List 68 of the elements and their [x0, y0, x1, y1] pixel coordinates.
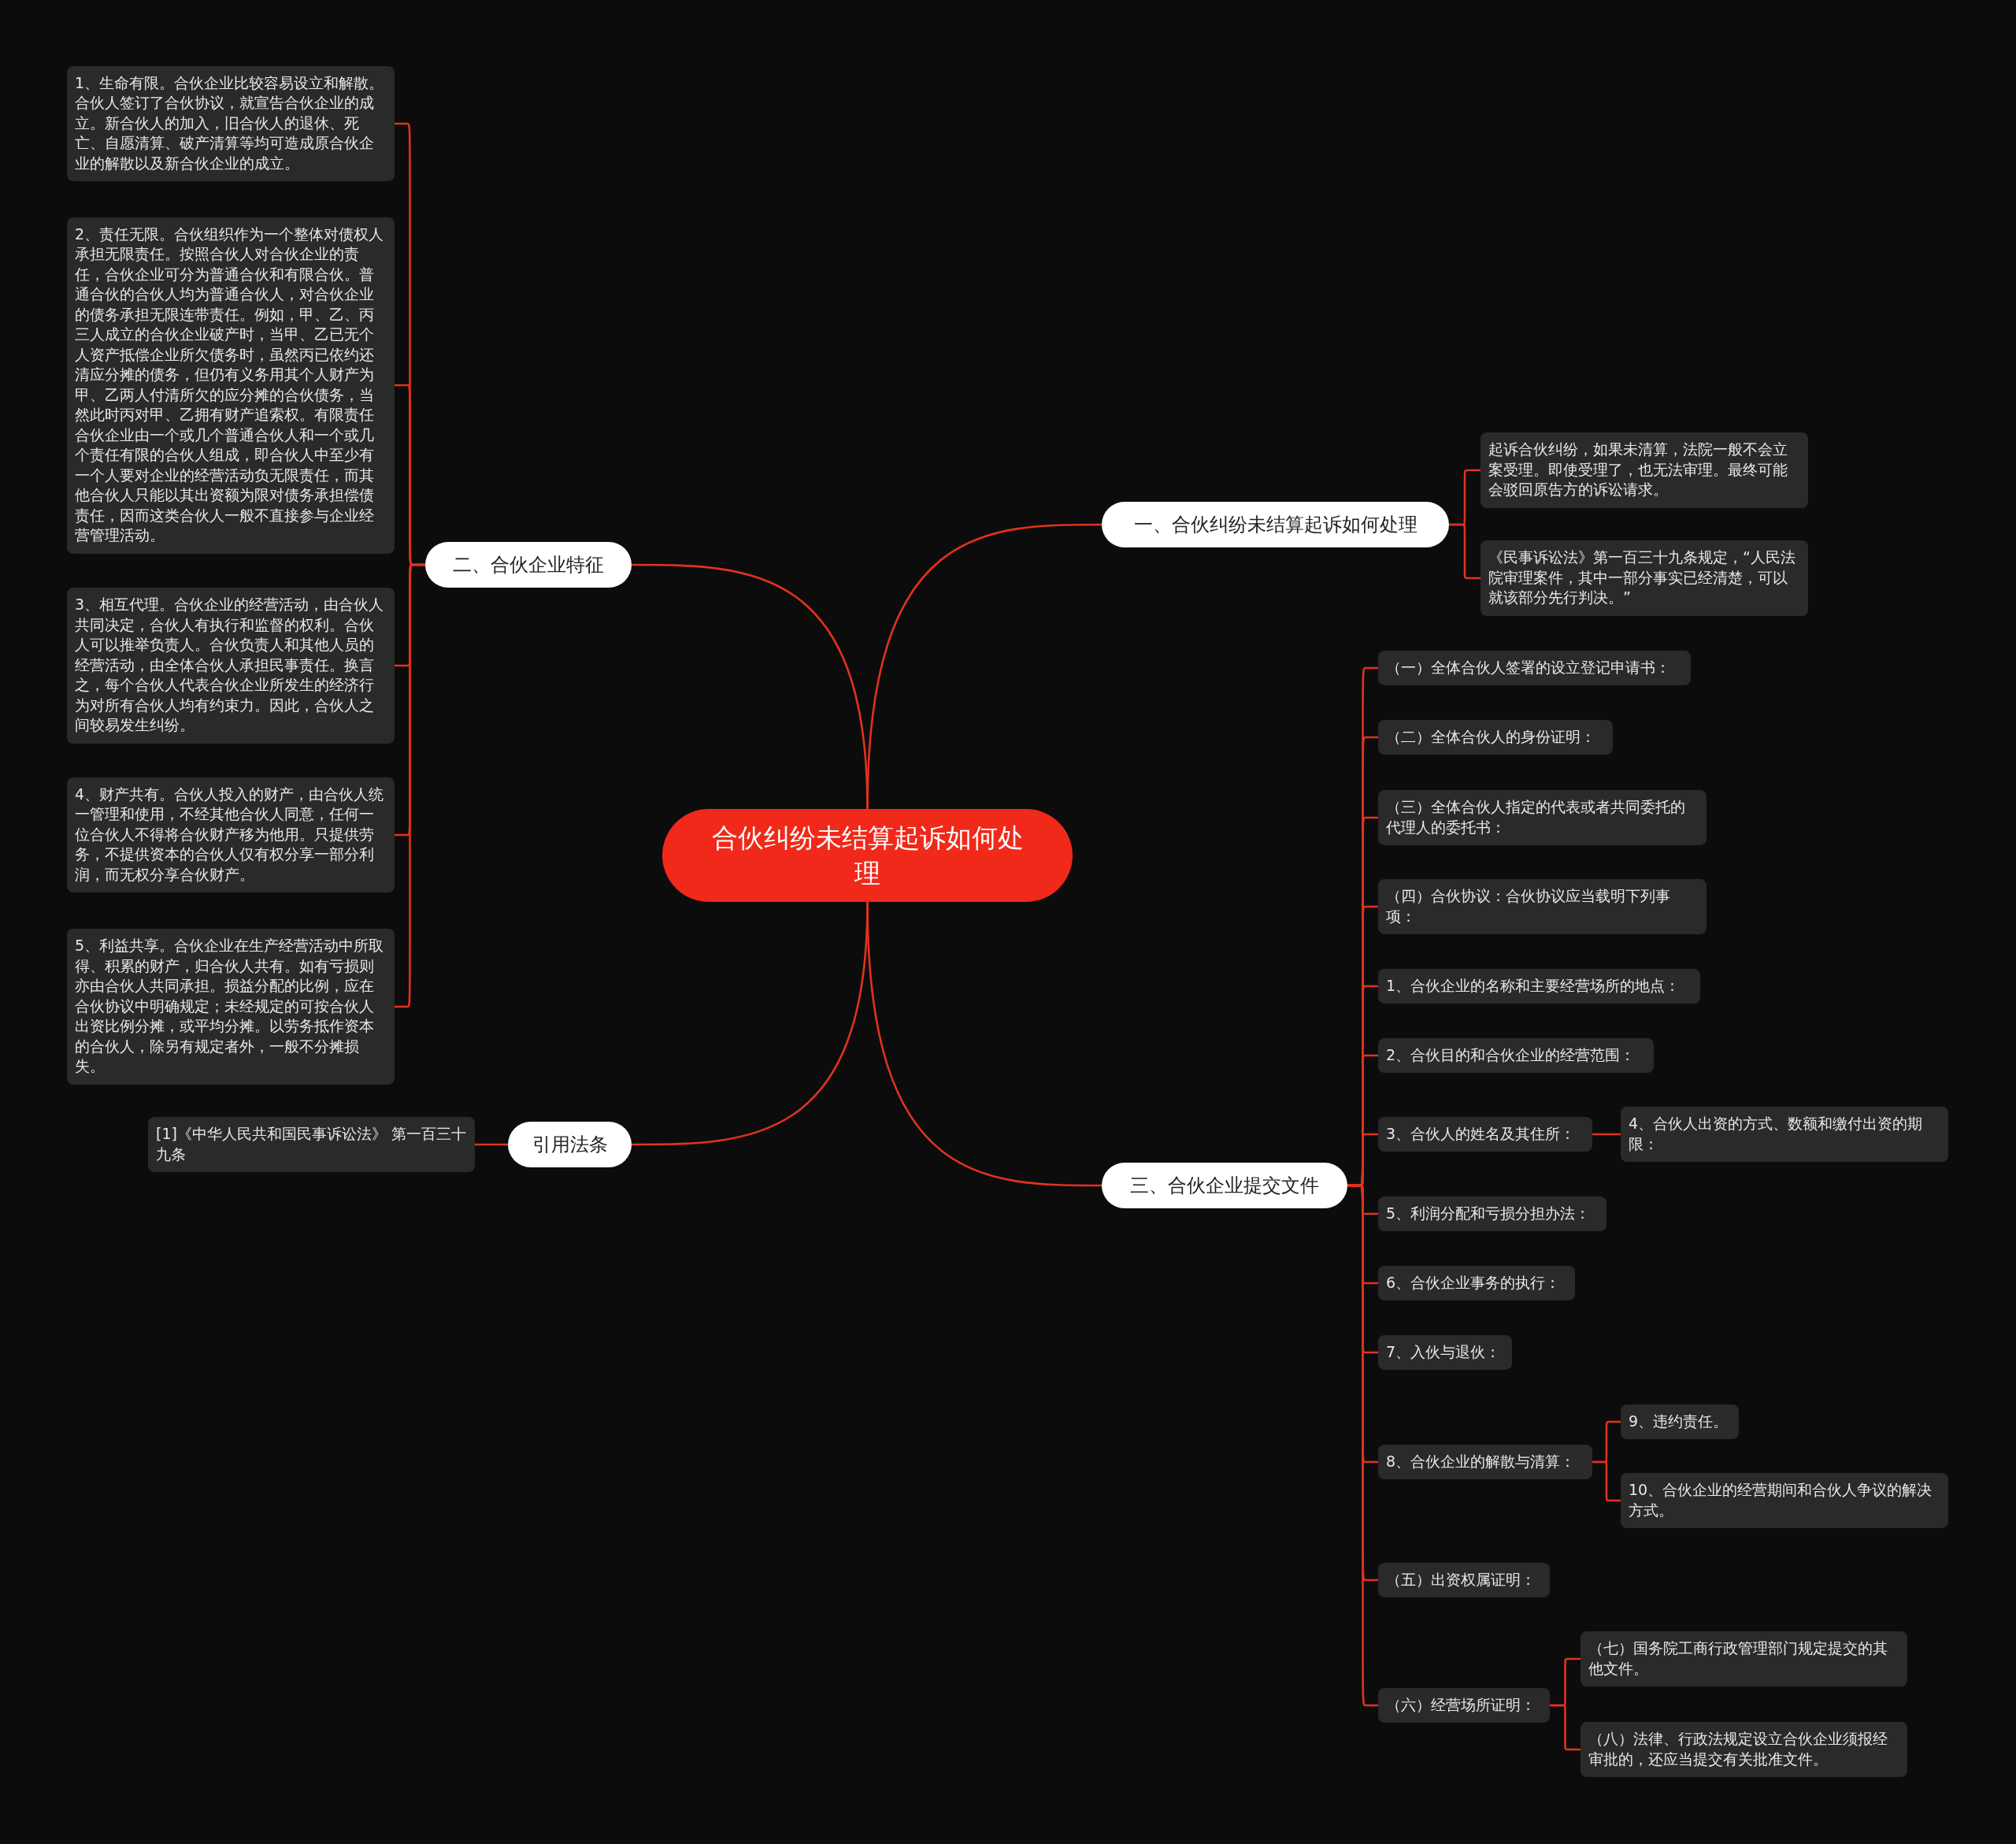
note-text: （六）经营场所证明： [1386, 1695, 1536, 1713]
note-card [1378, 719, 1613, 755]
branch-topic [1102, 502, 1449, 547]
note-card [1378, 1444, 1592, 1479]
note-card [1378, 1037, 1654, 1073]
connector-line [866, 901, 1102, 1187]
note-text: 5、利益共享。合伙企业在生产经营活动中所取得、积累的财产，归合伙人共有。如有亏损则亦由合伙人共同承担。损益分配的比例，应在合伙协议中明确规定；未经规定的可按合伙人出资比例分摊，或平均分摊。以劳务抵作资本的合伙人，除另有规定者外，一般不分摊损失。 [75, 937, 384, 1074]
note-card [1581, 1631, 1907, 1686]
note-card [148, 1117, 475, 1172]
note-text: （三）全体合伙人指定的代表或者共同委托的代理人的委托书： [1386, 798, 1685, 836]
note-card [1378, 1334, 1512, 1370]
branch-topic [1102, 1163, 1347, 1208]
connector-line [395, 563, 425, 1008]
topic-text: 二、合伙企业特征 [453, 554, 604, 576]
note-card [1378, 879, 1707, 934]
note-card [1621, 1107, 1948, 1162]
note-card [67, 929, 395, 1085]
note-text: 2、合伙目的和合伙企业的经营范围： [1386, 1045, 1636, 1063]
topic-text: 引用法条 [532, 1133, 608, 1156]
note-text: 10、合伙企业的经营期间和合伙人争议的解决方式。 [1629, 1481, 1933, 1519]
connector-line [475, 1143, 508, 1146]
note-text: （一）全体合伙人签署的设立登记申请书： [1386, 658, 1670, 676]
note-text: 5、利润分配和亏损分担办法： [1386, 1204, 1591, 1222]
note-text: 起诉合伙纠纷，如果未清算，法院一般不会立案受理。即使受理了，也无法审理。最终可能会驳回原告方的诉讼请求。 [1488, 440, 1788, 498]
note-text: 8、合伙企业的解散与清算： [1386, 1452, 1576, 1470]
note-text: [1]《中华人民共和国民事诉讼法》 第一百三十九条 [156, 1125, 466, 1163]
note-text: （四）合伙协议：合伙协议应当载明下列事项： [1386, 887, 1670, 925]
note-card [1621, 1473, 1948, 1528]
note-text: （八）法律、行政法规定设立合伙企业须报经审批的，还应当提交有关批准文件。 [1588, 1730, 1888, 1768]
note-card [1378, 968, 1700, 1004]
note-text: 2、责任无限。合伙组织作为一个整体对债权人承担无限责任。按照合伙人对合伙企业的责任，合伙企业可分为普通合伙和有限合伙。普通合伙的合伙人均为普通合伙人，对合伙企业的债务承担无限连带责任。例如，甲、乙、丙三人成立的合伙企业破产时，当甲、乙已无个人资产抵偿企业所欠债务时，虽然丙已依约还清应分摊的债务，但仍有义务用其个人财产为甲、乙两人付清所欠的应分摊的合伙债务，当然此时丙对甲、乙拥有财产追索权。有限责任合伙企业由一个或几个普通合伙人和一个或几个责任有限的合伙人组成，即合伙人中至少有一个人要对企业的经营活动负无限责任，而其他合伙人只能以其出资额为限对债务承担偿债责任，因而这类合伙人一般不直接参与企业经营管理活动。 [75, 224, 384, 544]
connector-line [1550, 1704, 1581, 1751]
note-text: 7、入伙与退伙： [1386, 1342, 1501, 1360]
note-card [67, 588, 395, 744]
note-card [1480, 540, 1808, 616]
note-text: 《民事诉讼法》第一百三十九条规定，“人民法院审理案件，其中一部分事实已经清楚，可以就该部分先行判决。” [1488, 548, 1796, 606]
branch-topic [508, 1122, 632, 1167]
note-text: 1、合伙企业的名称和主要经营场所的地点： [1386, 976, 1681, 994]
note-card [67, 65, 395, 181]
connector-line [1449, 523, 1480, 580]
connector-line [1592, 1133, 1621, 1136]
note-card [1378, 1265, 1575, 1300]
note-text: 3、相互代理。合伙企业的经营活动，由合伙人共同决定，合伙人有执行和监督的权利。合伙人可以推举负责人。合伙负责人和其他人员的经营活动，由全体合伙人承担民事责任。换言之，每个合伙人代表合伙企业所发生的经济行为对所有合伙人均有约束力。因此，合伙人之间较易发生纠纷。 [75, 595, 384, 733]
note-text: 4、财产共有。合伙人投入的财产，由合伙人统一管理和使用，不经其他合伙人同意，任何一位合伙人不得将合伙财产移为他用。只提供劳务，不提供资本的合伙人仅有权分享一部分利润，而无权分享合伙财产。 [75, 785, 384, 883]
topic-text: 一、合伙纠纷未结算起诉如何处理 [1133, 514, 1418, 536]
note-card [1581, 1722, 1907, 1777]
note-card [1378, 1196, 1606, 1231]
note-card [1378, 790, 1707, 845]
note-card [1378, 1562, 1550, 1597]
note-text: 1、生命有限。合伙企业比较容易设立和解散。合伙人签订了合伙协议，就宣告合伙企业的成立。新合伙人的加入，旧合伙人的退休、死亡、自愿清算、破产清算等均可造成原合伙企业的解散以及新合伙企业的成立。 [75, 73, 384, 172]
note-card [1378, 1687, 1550, 1723]
connector-line [1592, 1460, 1621, 1502]
note-text: （五）出资权属证明： [1386, 1570, 1536, 1588]
note-text: 9、违约责任。 [1629, 1412, 1729, 1430]
topic-text: 三、合伙企业提交文件 [1130, 1174, 1319, 1197]
note-card [1378, 650, 1691, 685]
connector-line [632, 563, 869, 810]
branch-topic [425, 542, 632, 588]
note-text: 3、合伙人的姓名及其住所： [1386, 1124, 1576, 1142]
topic-text: 合伙纠纷未结算起诉如何处理 [710, 822, 1025, 890]
note-text: 4、合伙人出资的方式、数额和缴付出资的期限： [1629, 1115, 1923, 1152]
note-text: （七）国务院工商行政管理部门规定提交的其他文件。 [1588, 1639, 1888, 1677]
note-text: （二）全体合伙人的身份证明： [1386, 727, 1595, 745]
note-card [1621, 1404, 1739, 1439]
note-card [67, 777, 395, 892]
note-card [1378, 1116, 1592, 1152]
note-card [1480, 432, 1808, 508]
note-text: 6、合伙企业事务的执行： [1386, 1273, 1561, 1291]
